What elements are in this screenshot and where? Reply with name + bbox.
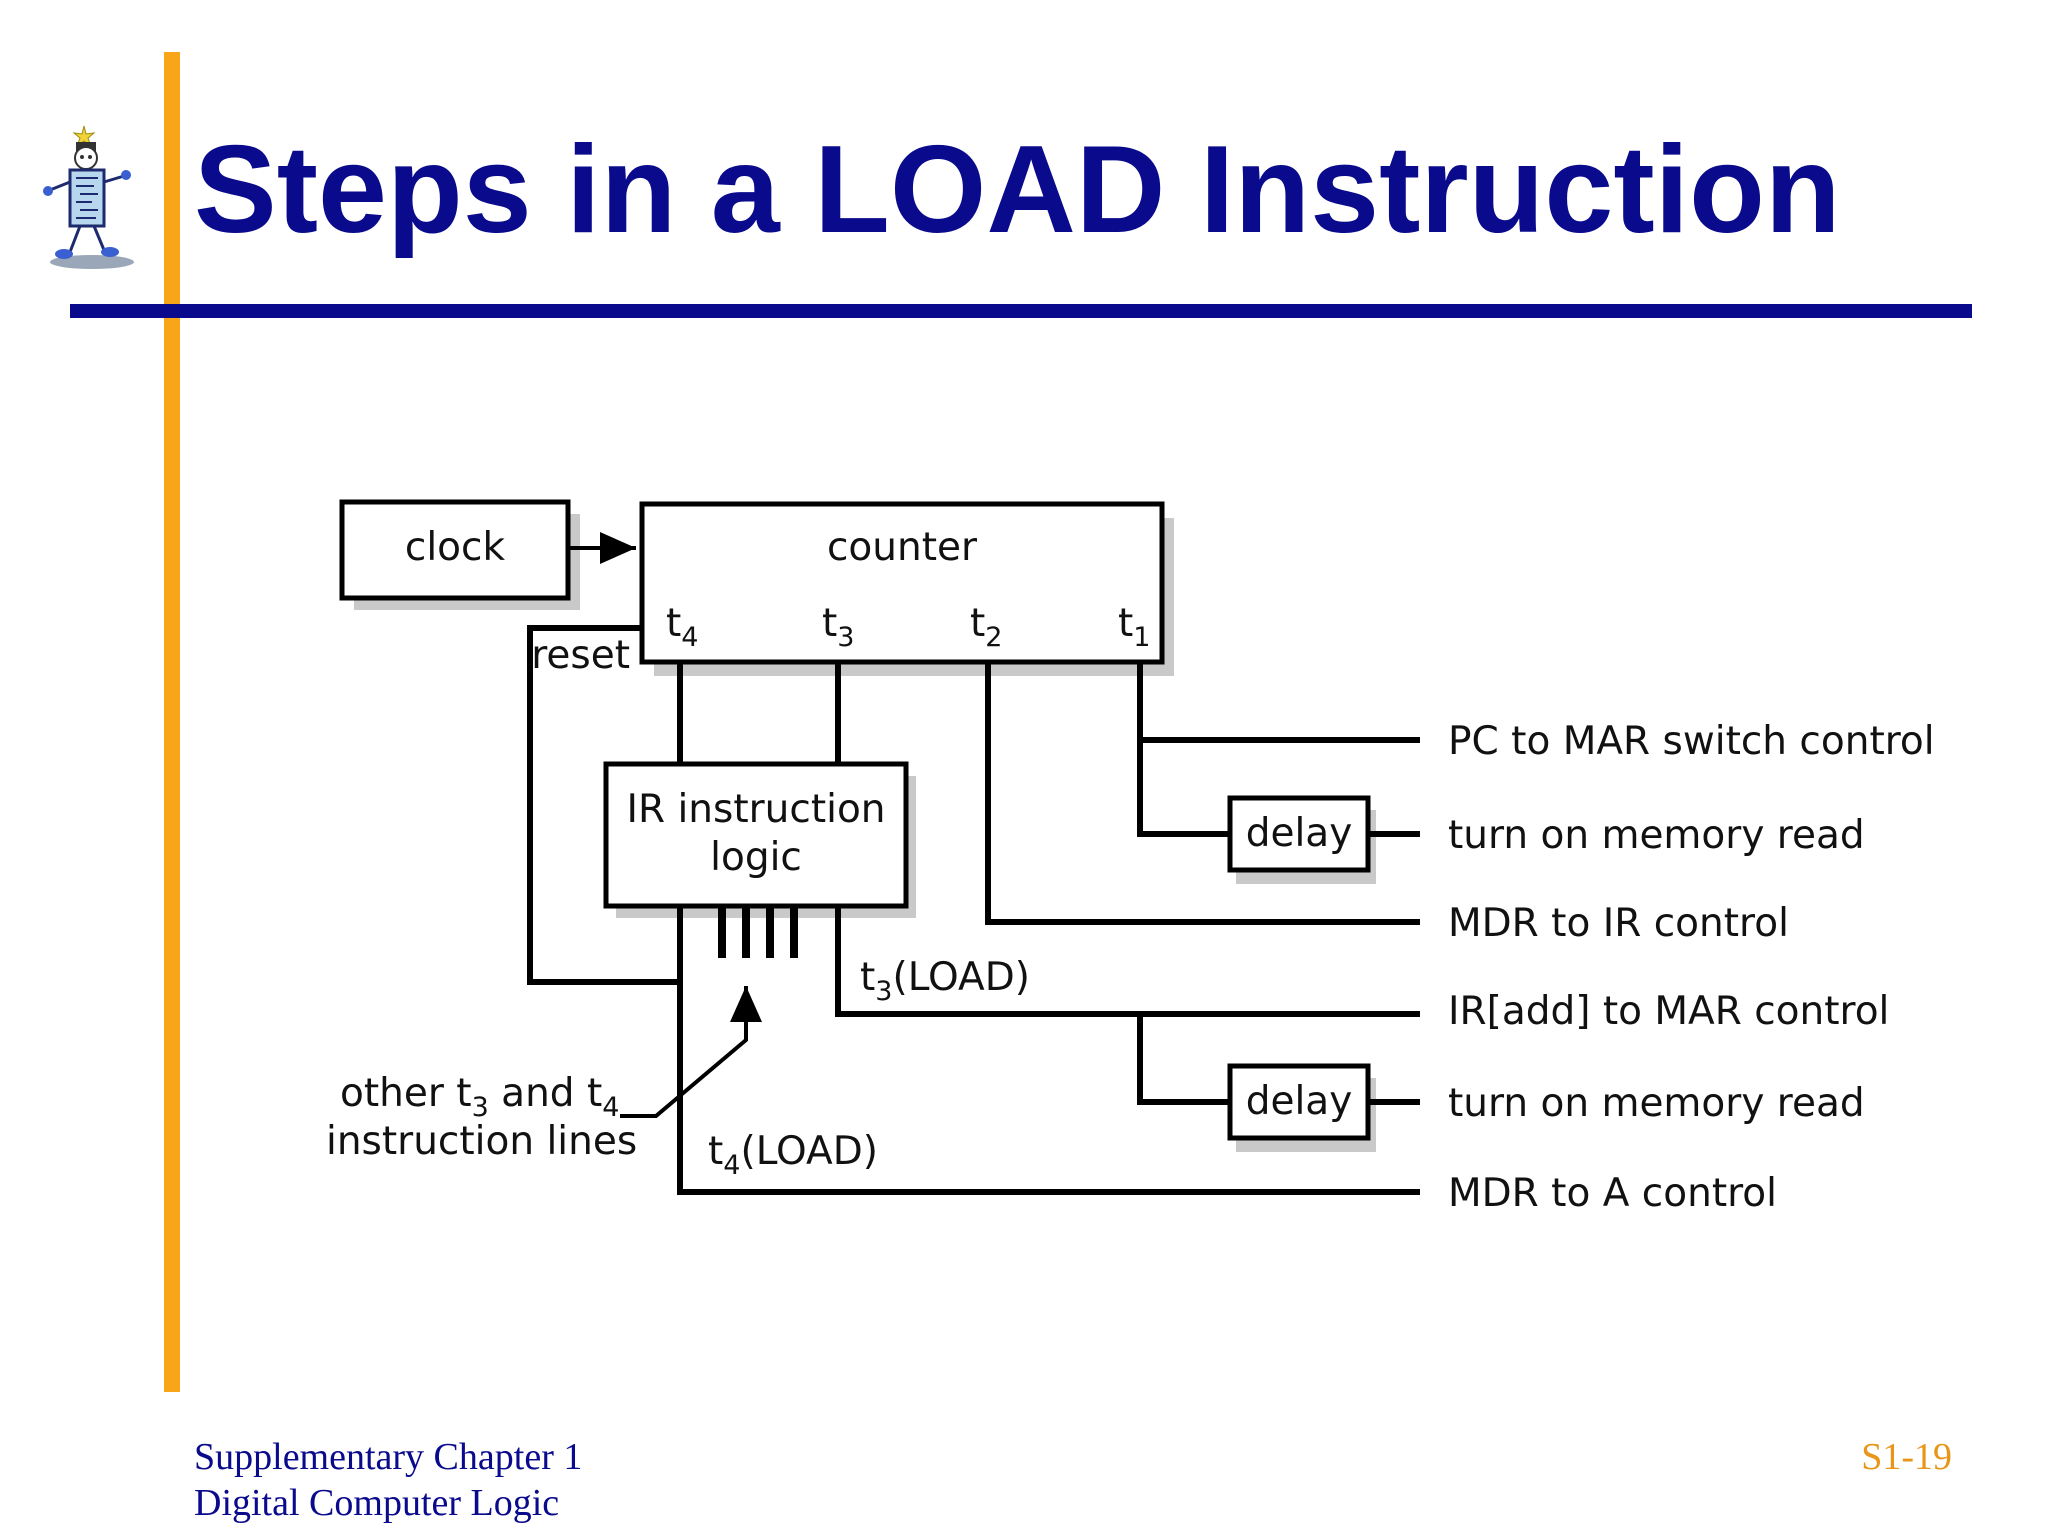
counter-label: counter <box>827 525 978 570</box>
output-mdr-to-a: MDR to A control <box>1448 1171 1777 1216</box>
counter-tap-t1: t1 <box>1118 601 1150 653</box>
delay-box-1 <box>1227 795 1371 873</box>
counter-tap-t2: t2 <box>970 601 1002 653</box>
delay-label-1: delay <box>1246 811 1353 856</box>
ir-logic-label-line2: logic <box>710 835 802 880</box>
output-mdr-to-ir: MDR to IR control <box>1448 901 1789 946</box>
output-memory-read-2: turn on memory read <box>1448 1081 1865 1126</box>
ir-logic-label-line1: IR instruction <box>626 787 885 832</box>
page-number: S1-19 <box>1861 1436 1952 1478</box>
delay-label-2: delay <box>1246 1079 1353 1124</box>
clock-label: clock <box>405 525 506 570</box>
other-lines-pointer-arrow <box>620 986 762 1118</box>
counter-box <box>639 501 1165 665</box>
counter-tap-t3: t3 <box>822 601 854 653</box>
title-underline <box>70 304 1972 318</box>
output-ir-add-to-mar: IR[add] to MAR control <box>1448 989 1889 1034</box>
slide-title: Steps in a LOAD Instruction <box>194 121 1841 259</box>
reset-label: reset <box>531 633 630 678</box>
other-lines-label-line2: instruction lines <box>326 1119 637 1164</box>
t4-load-label: t4(LOAD) <box>708 1129 878 1181</box>
footer-chapter: Supplementary Chapter 1 <box>194 1436 583 1478</box>
t3-load-label: t3(LOAD) <box>860 955 1030 1007</box>
delay-box-2 <box>1227 1063 1371 1141</box>
footer-subject: Digital Computer Logic <box>194 1482 560 1524</box>
other-lines-label-line1: other t3 and t4 <box>340 1071 619 1123</box>
instruction-line-stubs <box>718 906 798 958</box>
counter-tap-t4: t4 <box>666 601 698 653</box>
reset-wire <box>527 625 680 985</box>
wires <box>677 662 1420 1195</box>
output-memory-read-1: turn on memory read <box>1448 813 1865 858</box>
accent-bar <box>164 52 180 1392</box>
ir-logic-box <box>603 761 909 909</box>
computer-mascot-icon <box>43 125 134 269</box>
output-pc-to-mar: PC to MAR switch control <box>1448 719 1935 764</box>
slide-footer: Supplementary Chapter 1 Digital Computer… <box>194 1434 582 1526</box>
